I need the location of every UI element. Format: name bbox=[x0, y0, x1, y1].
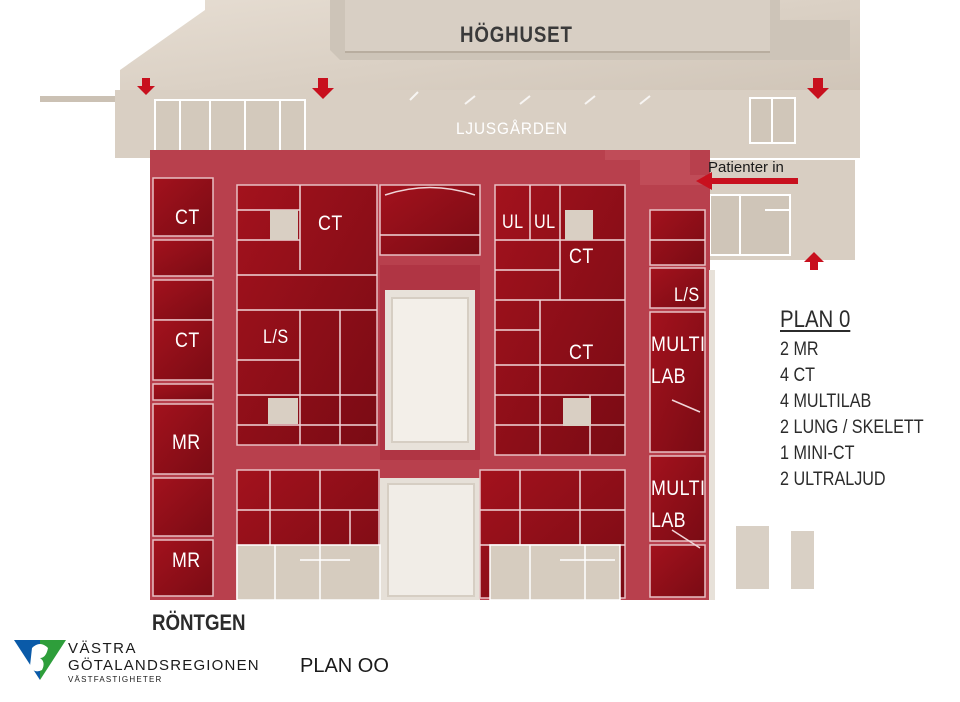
room-label-ct: CT bbox=[569, 245, 594, 268]
vastra-gotalandsregionen-logo-icon bbox=[14, 640, 66, 680]
top-center-block bbox=[379, 184, 481, 256]
room-label-multi: MULTI bbox=[651, 477, 706, 500]
stair-shaft bbox=[565, 210, 593, 240]
center-left-block bbox=[236, 184, 380, 599]
logo-line-vastra: VÄSTRA bbox=[68, 640, 138, 657]
legend-item: 1 MINI-CT bbox=[780, 443, 855, 464]
arrow-down-icon bbox=[312, 78, 334, 99]
room-label-ct: CT bbox=[175, 329, 200, 352]
room-label-ls: L/S bbox=[674, 285, 700, 306]
logo-line-vastfastigheter: VÄSTFASTIGHETER bbox=[68, 675, 163, 684]
room-label-lab: LAB bbox=[651, 365, 687, 388]
center-right-block bbox=[479, 184, 626, 599]
area-label-ljusgarden: LJUSGÅRDEN bbox=[456, 119, 568, 138]
light-well-courtyard bbox=[380, 265, 480, 600]
room-label-ul: UL bbox=[502, 212, 524, 233]
legend-item: 4 MULTILAB bbox=[780, 391, 872, 412]
arrow-down-icon bbox=[807, 78, 829, 99]
arrow-up-icon bbox=[804, 252, 824, 270]
building-label-hoghuset: HÖGHUSET bbox=[460, 22, 573, 47]
arrow-left-icon bbox=[696, 172, 798, 190]
room-label-ct: CT bbox=[318, 212, 343, 235]
hoghuset-block bbox=[120, 0, 860, 100]
room-label-ct: CT bbox=[175, 206, 200, 229]
stair-shaft bbox=[268, 398, 298, 424]
legend-item: 2 LUNG / SKELETT bbox=[780, 417, 924, 438]
arrow-down-icon bbox=[137, 78, 155, 95]
room-label-mr: MR bbox=[172, 431, 201, 454]
department-label: RÖNTGEN bbox=[152, 610, 246, 635]
stair-shaft bbox=[270, 210, 298, 240]
left-room-column bbox=[152, 177, 214, 597]
legend-item: 2 ULTRALJUD bbox=[780, 469, 886, 490]
right-column-walls bbox=[650, 239, 705, 549]
right-outbuildings bbox=[709, 270, 816, 600]
entry-arrows bbox=[137, 78, 829, 270]
right-room-column bbox=[649, 209, 706, 598]
room-label-multi: MULTI bbox=[651, 333, 706, 356]
bottom-service-blocks bbox=[236, 544, 621, 601]
legend-item: 2 MR bbox=[780, 339, 819, 360]
ljusgarden-block bbox=[40, 90, 860, 158]
room-label-mr: MR bbox=[172, 549, 201, 572]
entrance-annex bbox=[705, 160, 855, 260]
logo-line-gotalandsregionen: GÖTALANDSREGIONEN bbox=[68, 657, 260, 674]
stair-shaft bbox=[563, 398, 591, 426]
room-label-lab: LAB bbox=[651, 509, 687, 532]
plan-caption: PLAN OO bbox=[300, 655, 389, 677]
legend-title: PLAN 0 bbox=[780, 306, 851, 333]
room-label-ul: UL bbox=[534, 212, 556, 233]
patient-entrance-label: Patienter in bbox=[708, 159, 784, 176]
room-label-ct: CT bbox=[569, 341, 594, 364]
legend-item: 4 CT bbox=[780, 365, 816, 386]
room-label-ls: L/S bbox=[263, 327, 289, 348]
